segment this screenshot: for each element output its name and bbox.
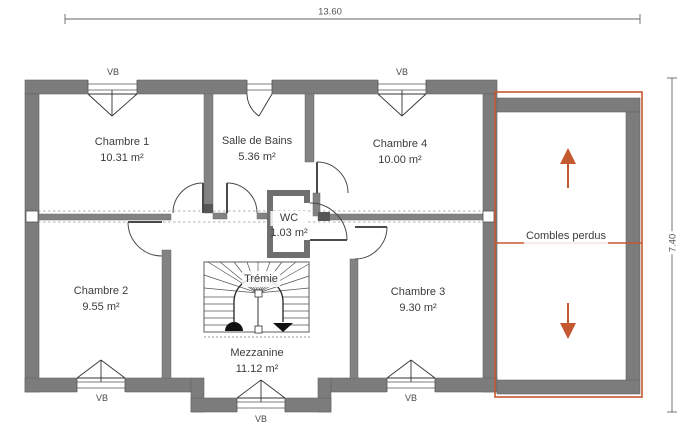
combles-overlay [494,91,643,398]
vb-label-bottom-left: VB [94,393,110,403]
room-label-chambre-1: Chambre 1 10.31 m² [95,134,149,166]
window-bottom-center [236,379,286,413]
door-chambre-1 [172,182,204,214]
window-bottom-right [386,359,436,393]
room-name: Chambre 4 [372,138,428,150]
room-area: 10.31 m² [100,152,144,164]
window-bottom-left [76,359,126,393]
room-area: 5.36 m² [238,151,276,163]
vb-label-top-right: VB [394,67,410,77]
room-label-wc: WC 1.03 m² [270,211,308,241]
wc-walls [267,190,310,258]
door-chambre-2 [127,221,163,257]
room-name: Mezzanine [230,347,284,359]
window-top-left [87,79,138,117]
dimension-line-top [64,14,641,24]
combles-walls [496,97,641,395]
door-wc [309,202,348,241]
room-label-chambre-3: Chambre 3 9.30 m² [391,284,445,316]
interior-walls [38,93,484,379]
room-label-mezzanine: Mezzanine 11.12 m² [230,345,283,377]
door-salle-de-bains [226,182,258,214]
room-label-salle-de-bains: Salle de Bains 5.36 m² [222,133,292,165]
room-area: 1.03 m² [270,227,308,239]
window-top-right [377,79,427,117]
combles-perdus-label: Combles perdus [523,228,609,244]
vb-label-bottom-right: VB [403,393,419,403]
dimension-height-label: 7.40 [667,231,679,255]
attic-dashed-lines [28,210,492,223]
wall-dark-posts [204,204,330,221]
room-area: 10.00 m² [378,154,422,166]
door-chambre-3 [354,226,388,260]
window-top-bathroom [246,79,273,117]
room-name: Chambre 1 [94,136,150,148]
dimension-width-label: 13.60 [316,6,344,18]
arrow-up-icon [560,148,576,188]
room-label-chambre-2: Chambre 2 9.55 m² [74,283,128,315]
tremie-label: Trémie [242,271,280,287]
vb-label-bottom-center: VB [253,414,269,424]
room-name: Chambre 2 [73,285,129,297]
wall-niches [25,210,495,223]
arrow-down-icon [560,303,576,339]
room-name: Chambre 3 [390,286,446,298]
room-area: 11.12 m² [235,363,279,375]
room-area: 9.55 m² [82,301,120,313]
vb-label-top-left: VB [105,67,121,77]
room-name: WC [270,211,308,226]
stair-down-dome-icon [225,322,243,331]
room-area: 9.30 m² [399,302,437,314]
stair-down-arrow-icon [273,323,293,332]
door-chambre-4 [316,161,349,194]
room-name: Salle de Bains [221,135,293,147]
room-label-chambre-4: Chambre 4 10.00 m² [373,136,427,168]
